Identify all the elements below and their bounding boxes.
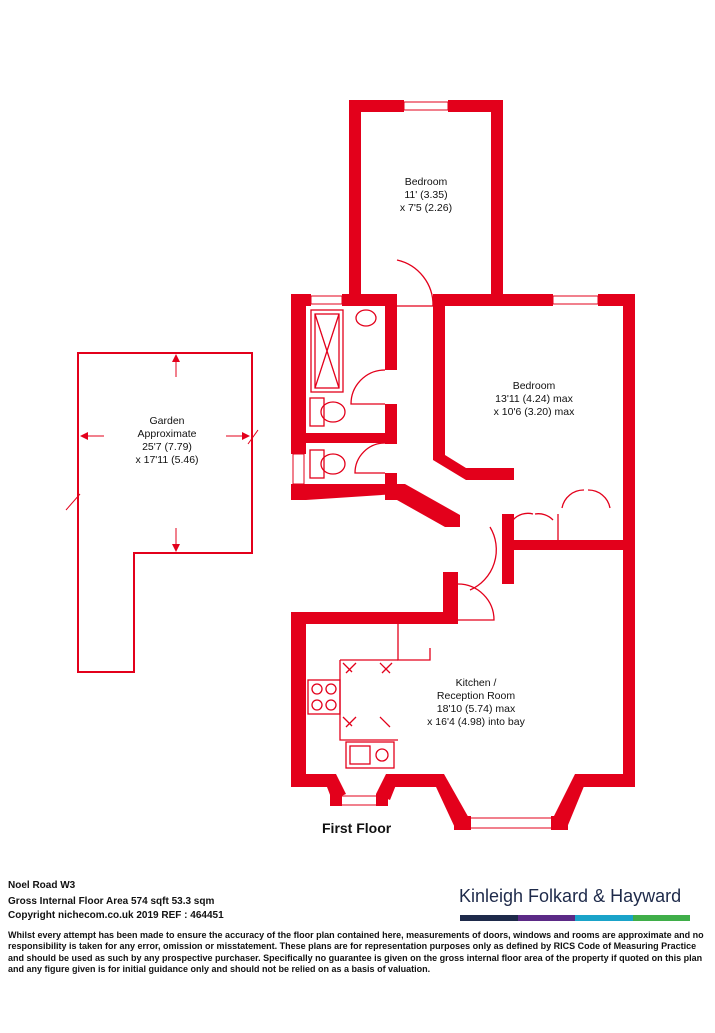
brand-bar-segment <box>632 915 690 921</box>
floor-area: Gross Internal Floor Area 574 sqft 53.3 … <box>8 896 215 907</box>
bedroom-top-walls <box>349 100 503 306</box>
brand-bar-segment <box>575 915 633 921</box>
brand-logo-text: Kinleigh Folkard & Hayward <box>459 886 682 906</box>
bedroom1-name: Bedroom <box>405 176 448 188</box>
kitchen-walls <box>291 540 635 830</box>
bedroom2-dims1: 13'11 (4.24) max <box>495 393 573 405</box>
bathroom-walls <box>291 294 514 584</box>
garden-dims1: 25'7 (7.79) <box>142 441 192 453</box>
fixtures <box>307 259 611 769</box>
bedroom-right-walls <box>433 294 635 550</box>
copyright: Copyright nichecom.co.uk 2019 REF : 4644… <box>8 910 224 921</box>
bedroom2-name: Bedroom <box>513 380 556 392</box>
bedroom1-dims2: x 7'5 (2.26) <box>400 202 452 214</box>
bedroom1-dims1: 11' (3.35) <box>404 189 447 201</box>
address: Noel Road W3 <box>8 880 76 891</box>
bedroom2-dims2: x 10'6 (3.20) max <box>494 406 576 418</box>
floor-label: First Floor <box>322 820 392 836</box>
kitchen-sub: Reception Room <box>437 690 515 702</box>
kitchen-name: Kitchen / <box>456 677 497 689</box>
kitchen-dims1: 18'10 (5.74) max <box>437 703 516 715</box>
garden-outline <box>65 352 259 673</box>
brand-color-bar <box>460 915 690 921</box>
brand-bar-segment <box>517 915 575 921</box>
floor-plan: Bedroom 11' (3.35) x 7'5 (2.26) Bedroom … <box>65 100 635 836</box>
garden-sub: Approximate <box>138 428 197 440</box>
brand-bar-segment <box>460 915 518 921</box>
kitchen-dims2: x 16'4 (4.98) into bay <box>427 716 525 728</box>
garden-name: Garden <box>149 415 184 427</box>
disclaimer: Whilst every attempt has been made to en… <box>8 930 704 975</box>
garden-dims2: x 17'11 (5.46) <box>135 454 198 466</box>
